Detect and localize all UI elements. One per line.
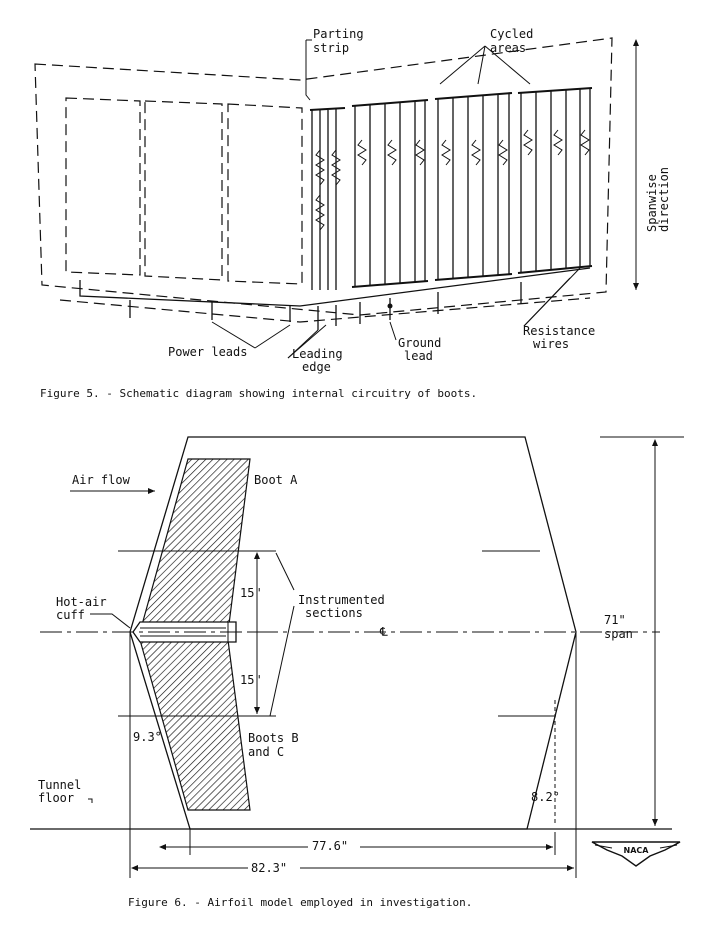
- cycled-areas-label-2: areas: [490, 41, 526, 55]
- parting-strip-label-1: Parting: [313, 27, 364, 41]
- dim-823-label: 82.3": [251, 861, 287, 875]
- resistance-wires-label-2: wires: [533, 337, 569, 351]
- figure5-leaders: [211, 39, 581, 359]
- panel-1: [65, 97, 141, 276]
- tunnel-floor-label-1: Tunnel: [38, 778, 81, 792]
- boot-a: [139, 458, 251, 633]
- leading-edge-label-1: Leading: [292, 347, 343, 361]
- hot-air-cuff-label-2: cuff: [56, 608, 85, 622]
- span-71-label: 71": [604, 613, 626, 627]
- spanwise-label-1: Spanwise: [645, 174, 659, 232]
- dim-776-label: 77.6": [312, 839, 348, 853]
- boot-outline: [34, 37, 613, 316]
- leading-edge-label-2: edge: [302, 360, 331, 374]
- bottom-bus: [79, 267, 591, 307]
- boots-b-c: [139, 639, 251, 811]
- span-word-label: span: [604, 627, 633, 641]
- instrumented-label-2: sections: [305, 606, 363, 620]
- boot-a-label: Boot A: [254, 473, 298, 487]
- panel-3: [227, 103, 303, 285]
- naca-logo: NACA: [591, 841, 681, 867]
- boots-bc-label-2: and C: [248, 745, 284, 759]
- cycled-area-2: [434, 92, 513, 281]
- instrumented-label-1: Instrumented: [298, 593, 385, 607]
- boot-inner-outline: [59, 297, 591, 323]
- figure5-diagram: Parting strip Cycled areas Spanwise dire…: [34, 27, 671, 400]
- cycled-area-3: [517, 87, 593, 274]
- power-leads-label: Power leads: [168, 345, 247, 359]
- hot-air-cuff-label-1: Hot-air: [56, 595, 107, 609]
- parting-strip-label-2: strip: [313, 41, 349, 55]
- figure5-caption: Figure 5. - Schematic diagram showing in…: [40, 387, 477, 400]
- cycled-area-1: [351, 99, 429, 288]
- ground-lead-label-2: lead: [404, 349, 433, 363]
- angle-left-label: 9.3°: [133, 730, 162, 744]
- centerline-symbol: ℄: [379, 625, 388, 639]
- dim-15-upper-label: 15": [240, 586, 262, 600]
- figure6-caption: Figure 6. - Airfoil model employed in in…: [128, 896, 472, 909]
- tunnel-floor-label-2: floor: [38, 791, 74, 805]
- spanwise-label-2: direction: [657, 167, 671, 232]
- resistance-wires-label-1: Resistance: [523, 324, 595, 338]
- air-flow-label: Air flow: [72, 473, 131, 487]
- naca-text: NACA: [624, 846, 650, 855]
- ground-lead-label-1: Ground: [398, 336, 441, 350]
- boots-bc-label-1: Boots B: [248, 731, 299, 745]
- parting-strip: [309, 107, 346, 290]
- dim-15-lower-label: 15": [240, 673, 262, 687]
- power-leads: [129, 282, 522, 330]
- angle-right-label: 8.2°: [531, 790, 560, 804]
- figure6-diagram: NACA Air flow Boot A Hot-air cuff 15" 15…: [30, 436, 684, 909]
- cycled-areas-label-1: Cycled: [490, 27, 533, 41]
- panel-2: [144, 100, 223, 281]
